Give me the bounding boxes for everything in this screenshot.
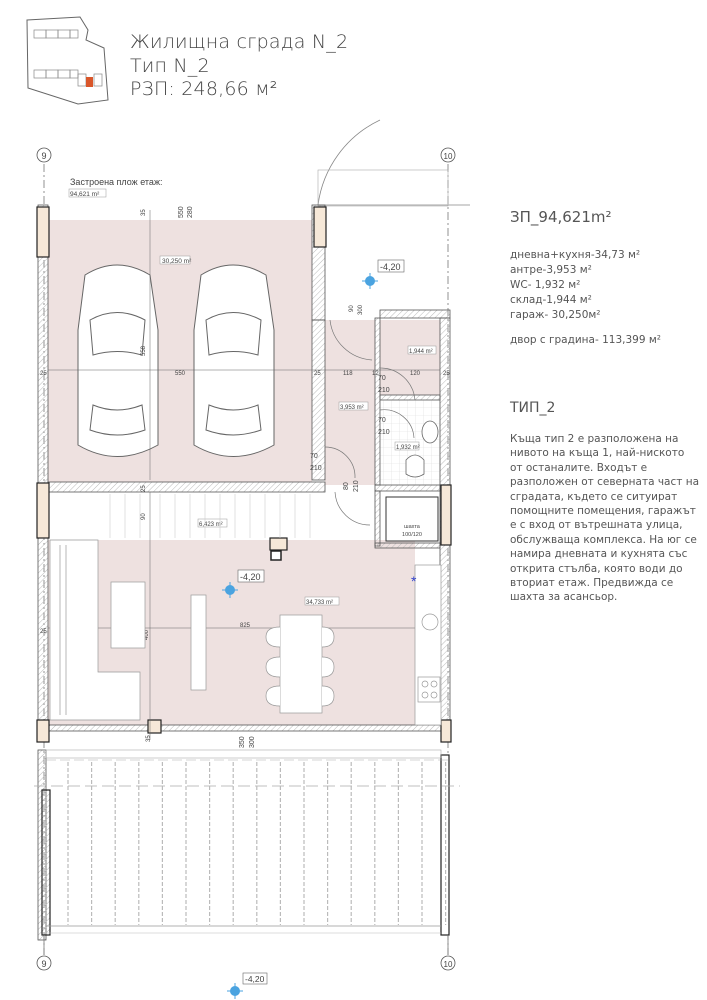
dim-label: 120 [410, 371, 421, 377]
dim-label: 90 [349, 305, 355, 312]
toilet-icon [405, 454, 425, 478]
coffee-table [110, 581, 146, 649]
dim-label: 25 [141, 485, 147, 492]
axis-marker-bottom-right: 10 [440, 955, 456, 971]
walls [37, 204, 451, 941]
hall-area: 3,953 m² [340, 405, 364, 411]
highlighted-unit [86, 77, 93, 87]
dimension-texts: 35 550 280 25 550 558 25 118 12 120 25 9… [40, 206, 450, 748]
level-marker-living: -4,20 [222, 569, 265, 598]
room-area-item: дневна+кухня-34,73 м² [510, 249, 641, 261]
elevator-shaft [385, 496, 439, 542]
description-text: Къща тип 2 е разположена на нивото на къ… [510, 433, 700, 604]
dim-label: 25 [40, 371, 47, 377]
wc-area: 1,932 m² [396, 445, 420, 451]
built-area-label: Застроена плож етаж: [70, 177, 162, 187]
dim-label: 210 [378, 429, 390, 436]
axis-label: 10 [444, 152, 453, 161]
storage-area: 1,944 m² [409, 349, 433, 355]
fireplace-bench [190, 594, 207, 691]
description-heading: ТИП_2 [510, 400, 556, 416]
axis-marker-bottom-left: 9 [36, 955, 52, 971]
built-area-summary: ЗП_94,621m² [510, 208, 612, 226]
level-marker-yard: -4,20 [227, 972, 268, 999]
room-area-item: гараж- 30,250м² [510, 309, 601, 321]
dim-label: 210 [378, 387, 390, 394]
room-area-item: антре-3,953 м² [510, 264, 592, 276]
dim-label: 70 [378, 417, 386, 424]
building-title: Жилищна сграда N_2 [130, 31, 349, 53]
site-key-plan-icon [26, 16, 109, 105]
sink-icon [421, 420, 439, 444]
room-area-list: дневна+кухня-34,73 м² антре-3,953 м² WC-… [510, 248, 640, 323]
dim-label: 400 [144, 629, 150, 640]
dim-label: 35 [146, 735, 152, 742]
built-area-value: 94,621 m² [70, 191, 100, 198]
pergola-terrace [34, 749, 460, 934]
level-label: -4,20 [380, 262, 401, 272]
sofa-icon [49, 539, 141, 721]
living-area: 34,733 m² [306, 600, 333, 606]
chair-icons [265, 626, 335, 707]
light-point-icon: * [411, 573, 417, 589]
chimney-icon [270, 550, 282, 561]
door-dimension-texts: 70 210 70 210 70 210 80 210 [310, 375, 390, 492]
gross-built-area: РЗП: 248,66 м² [130, 78, 278, 100]
level-label: -4,20 [240, 572, 261, 582]
level-marker-entrance: -4,20 [362, 259, 405, 289]
dim-label: 12 [372, 371, 379, 377]
axis-label: 9 [41, 959, 46, 969]
dim-label: 25 [443, 371, 450, 377]
car-icon [193, 264, 275, 457]
door-swings [324, 319, 416, 526]
dim-label: 70 [310, 453, 318, 460]
room-area-item: склад-1,944 м² [510, 294, 592, 306]
dim-label: 70 [378, 375, 386, 382]
dim-label: 25 [314, 371, 321, 377]
columns [36, 206, 452, 936]
stair-area: 6,423 m² [199, 522, 223, 528]
shaft-label: шахта [404, 524, 421, 530]
dim-label: 35 [141, 209, 147, 216]
gate-swing [317, 119, 381, 206]
garage-area: 30,250 m² [162, 258, 192, 265]
dim-label: 550 [175, 371, 186, 377]
dim-label: 300 [358, 304, 364, 315]
dim-label: 280 [187, 206, 194, 218]
dim-label: 80 [343, 482, 350, 490]
axis-marker-top-right: 10 [440, 147, 456, 163]
car-icon [77, 264, 159, 457]
axis-marker-top-left: 9 [36, 147, 52, 163]
dim-label: 558 [141, 345, 147, 356]
dim-label: 210 [310, 465, 322, 472]
kitchen-counter [414, 564, 442, 726]
level-label: -4,20 [245, 974, 265, 984]
dim-label: 90 [141, 513, 147, 520]
axis-label: 9 [41, 151, 46, 161]
dim-label: 350 [239, 736, 246, 748]
dim-label: 118 [343, 371, 353, 377]
room-area-item: WC- 1,932 м² [510, 279, 581, 291]
dim-label: 300 [249, 736, 256, 748]
stair-treads [109, 494, 311, 538]
dim-label: 25 [40, 629, 47, 635]
yard-area: двор с градина- 113,399 м² [510, 334, 661, 346]
axis-label: 10 [444, 960, 453, 969]
shaft-size: 100/120 [402, 532, 422, 538]
dim-label: 825 [240, 623, 251, 629]
dining-table [279, 614, 323, 714]
dim-label: 210 [353, 480, 360, 492]
dim-label: 550 [178, 206, 185, 218]
building-type: Тип N_2 [130, 55, 210, 77]
